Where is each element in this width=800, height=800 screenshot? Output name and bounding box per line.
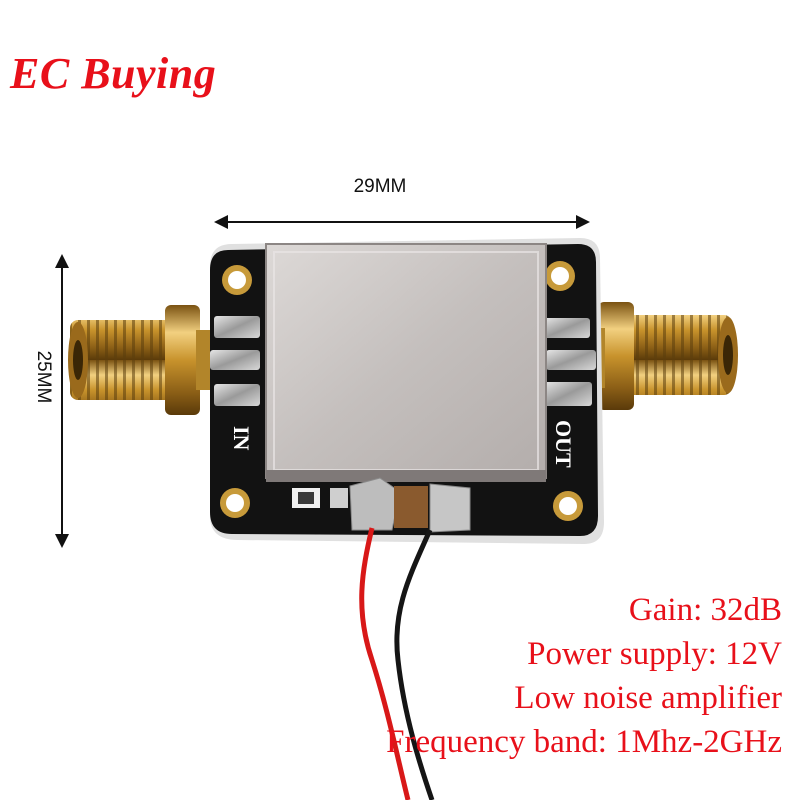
brand-logo: EC Buying (10, 49, 217, 98)
width-dimension-label: 29MM (353, 176, 407, 197)
height-dimension-arrow (55, 254, 69, 548)
mounting-hole (553, 491, 583, 521)
spec-gain: Gain: 32dB (628, 592, 782, 628)
mounting-hole (222, 265, 252, 295)
width-dimension-arrow (214, 215, 590, 229)
input-sma-connector (68, 305, 218, 415)
height-dimension-label: 25MM (33, 350, 54, 404)
output-sma-connector (585, 302, 738, 410)
spec-list: Gain: 32dB Power supply: 12V Low noise a… (386, 588, 782, 764)
input-label: IN (229, 426, 254, 451)
spec-description: Low noise amplifier (514, 680, 782, 716)
rf-shield-can (265, 243, 547, 482)
output-label: OUT (551, 420, 576, 468)
mounting-hole (220, 488, 250, 518)
spec-power-supply: Power supply: 12V (527, 636, 782, 672)
power-solder-joint (349, 477, 471, 533)
mounting-hole (545, 261, 575, 291)
spec-frequency-band: Frequency band: 1Mhz-2GHz (386, 724, 782, 760)
power-wires (359, 527, 435, 800)
